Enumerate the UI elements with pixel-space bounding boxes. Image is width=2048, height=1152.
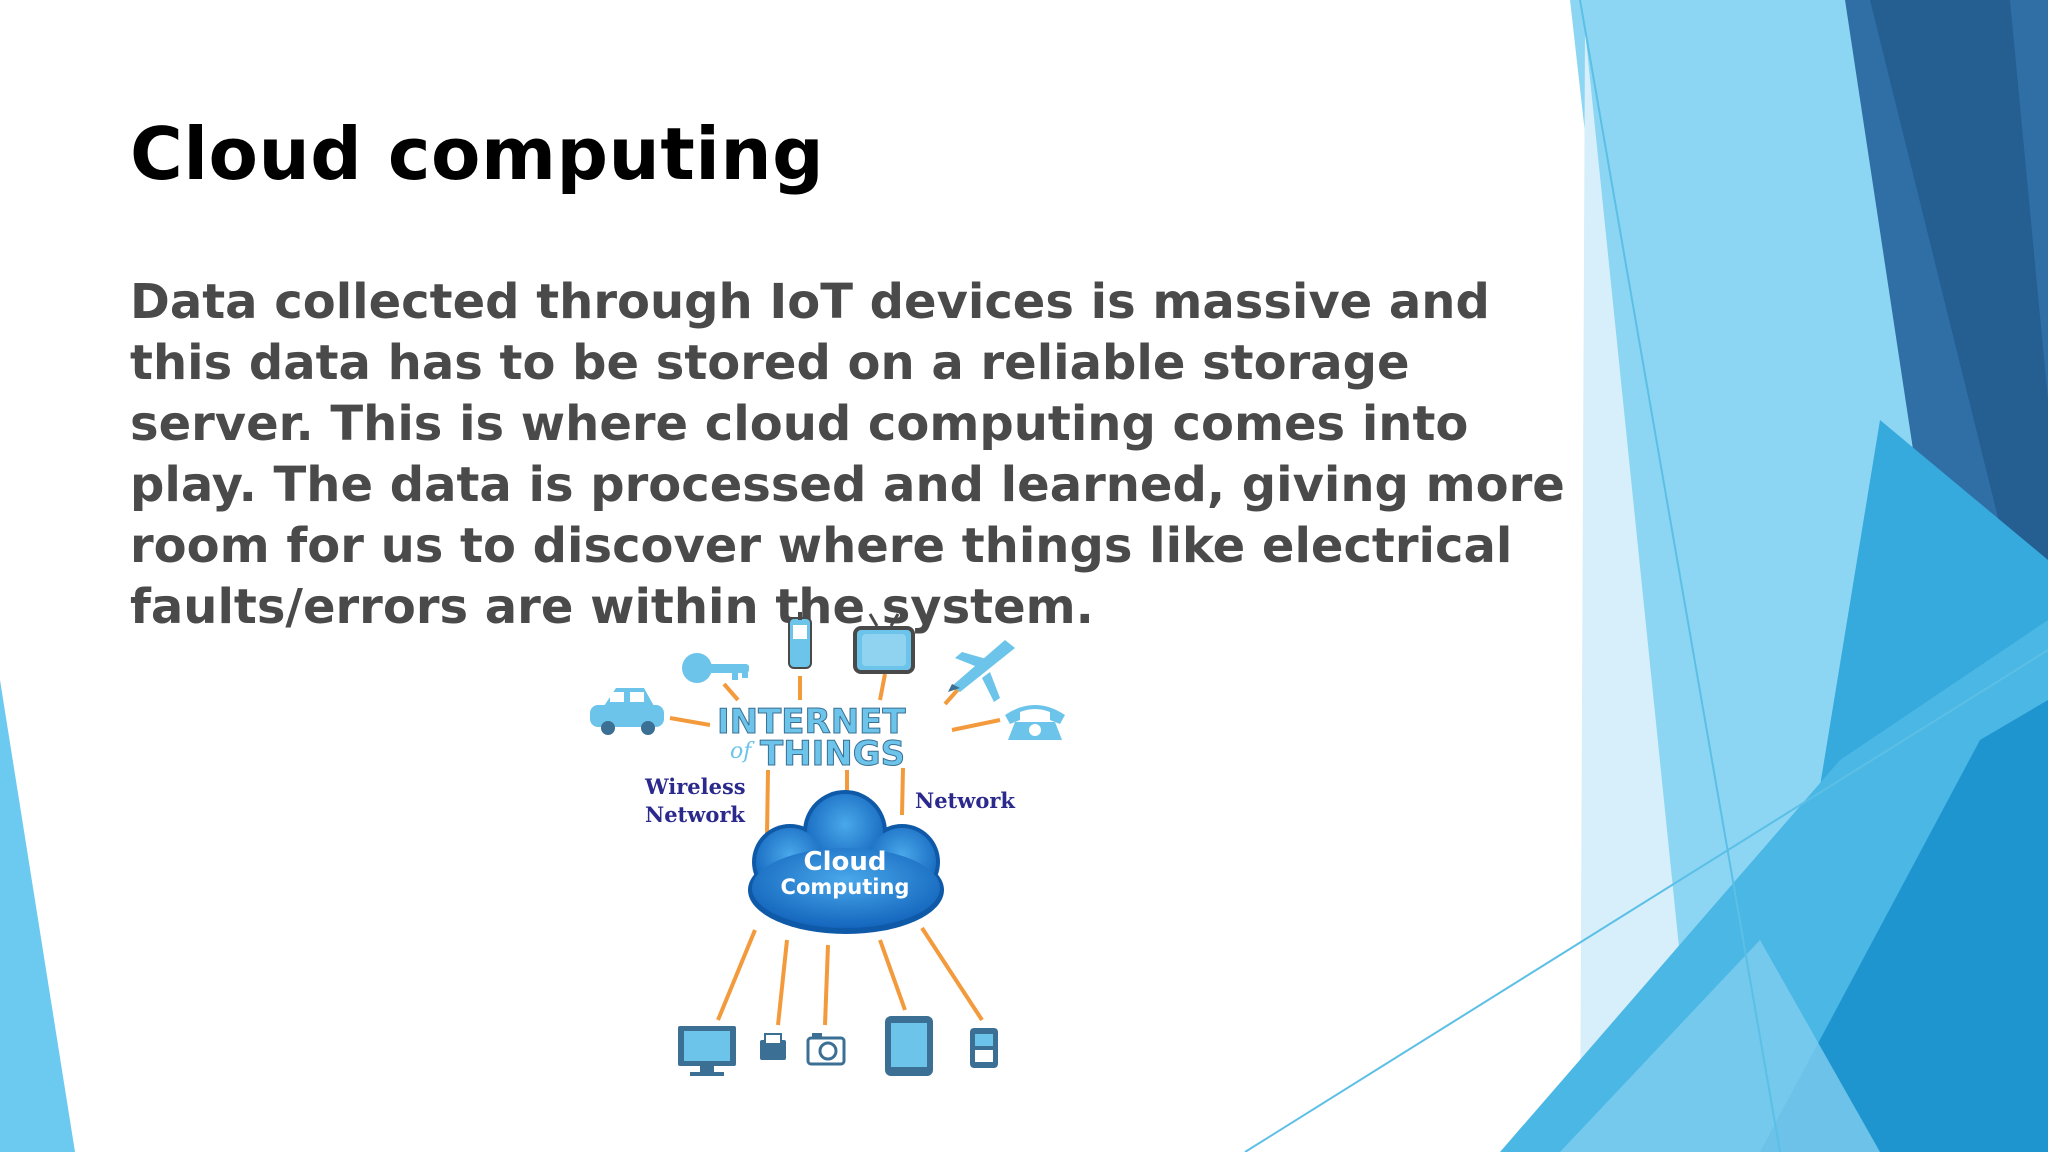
cloud-icon [748, 790, 944, 934]
deco-shape-mid-3 [1760, 700, 2048, 1152]
monitor-icon [678, 1026, 736, 1076]
slide-body-text: Data collected through IoT devices is ma… [130, 274, 1565, 635]
deco-line-2 [1244, 649, 2048, 1152]
cloud-label-line1: Cloud [804, 847, 887, 877]
deco-line-1 [1579, 0, 1781, 1152]
connector-lines [669, 673, 1001, 1026]
key-icon [682, 653, 749, 683]
printer-icon [760, 1033, 786, 1060]
camera-icon [806, 1033, 846, 1066]
handheld-device-icon [970, 1028, 998, 1068]
internet-label: INTERNET [717, 702, 906, 742]
telephone-icon [1005, 705, 1065, 740]
network-label: Network [915, 788, 1015, 813]
tv-icon [853, 613, 915, 674]
cloud-label-line2: Computing [781, 875, 910, 899]
deco-shape-pale [1580, 30, 1700, 1152]
tablet-icon [885, 1016, 933, 1076]
car-icon [590, 688, 664, 735]
deco-shape-left [0, 680, 75, 1152]
deco-shape-light-2 [1560, 940, 1880, 1152]
things-label: THINGS [760, 734, 905, 774]
wireless-label-line2: Network [645, 802, 745, 827]
slide-title: Cloud computing [130, 112, 825, 196]
airplane-icon [948, 640, 1015, 702]
wireless-label-line1: Wireless [644, 774, 746, 799]
of-label: of [730, 739, 755, 764]
mobile-phone-icon [788, 612, 812, 669]
iot-cloud-diagram: INTERNET of THINGS Wireless Network Netw… [590, 612, 1065, 1076]
